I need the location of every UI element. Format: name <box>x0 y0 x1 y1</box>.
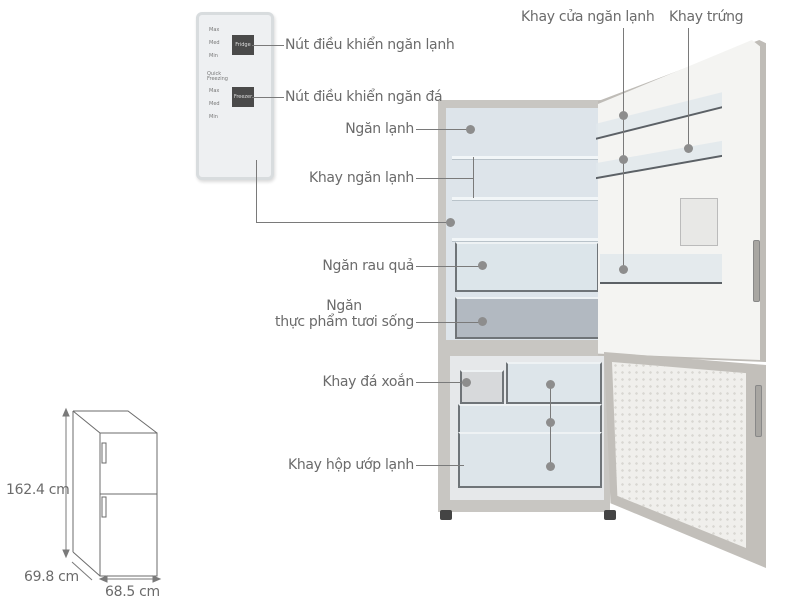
marker-freezer-box-1 <box>546 380 555 389</box>
fridge-level-max: Max <box>209 27 220 33</box>
leader-panel-vertical <box>256 160 257 222</box>
quick-freezing-level: Quick Freezing <box>207 71 228 82</box>
leader-panel-horizontal <box>256 222 450 223</box>
leader-fridge-shelf-vertical <box>473 157 474 198</box>
marker-fridge-compartment <box>466 125 475 134</box>
marker-door-tray-3 <box>619 265 628 274</box>
fresh-food-drawer <box>455 297 601 339</box>
callout-fridge-control: Nút điều khiển ngăn lạnh <box>285 37 455 53</box>
dimension-height: 162.4 cm <box>6 482 70 498</box>
leader-freezer-boxes <box>416 465 464 466</box>
freezer-door <box>612 362 746 548</box>
callout-door-tray: Khay cửa ngăn lạnh <box>521 9 655 25</box>
fridge-shelf-2 <box>452 197 598 201</box>
marker-vegetable-drawer <box>478 261 487 270</box>
marker-fresh-food <box>478 317 487 326</box>
vegetable-drawer <box>455 242 599 292</box>
leader-fridge-shelf <box>416 178 473 179</box>
leader-vegetable-drawer <box>416 266 482 267</box>
callout-egg-tray: Khay trứng <box>669 9 744 25</box>
leader-fresh-food <box>416 322 482 323</box>
callout-fridge-shelf: Khay ngăn lạnh <box>308 170 414 186</box>
marker-door-tray-1 <box>619 111 628 120</box>
fridge-shelf-3 <box>452 238 598 242</box>
control-panel: Max Med Min Fridge Quick Freezing Max Me… <box>196 12 274 180</box>
callout-freezer-boxes: Khay hộp ướp lạnh <box>287 457 414 473</box>
marker-egg-tray <box>684 144 693 153</box>
leader-egg-tray <box>688 28 689 148</box>
leader-fridge-compartment <box>416 129 471 130</box>
callout-fridge-compartment: Ngăn lạnh <box>345 121 414 137</box>
fridge-level-min: Min <box>209 53 218 59</box>
marker-door-tray-2 <box>619 155 628 164</box>
leader-twist-ice-tray <box>416 382 466 383</box>
freezer-door-handle <box>755 385 762 437</box>
fridge-button[interactable]: Fridge <box>232 35 254 55</box>
marker-control-panel <box>446 218 455 227</box>
callout-fresh-food-line2: thực phẩm tươi sống <box>275 314 414 330</box>
marker-freezer-box-2 <box>546 418 555 427</box>
marker-twist-ice-tray <box>462 378 471 387</box>
freezer-button[interactable]: Freezer <box>232 87 254 107</box>
fridge-shelf-1 <box>452 156 598 160</box>
dimension-diagram <box>62 407 162 583</box>
fridge-door-handle <box>753 240 760 302</box>
fridge-foot-right <box>604 510 616 520</box>
fridge-level-med: Med <box>209 40 220 46</box>
dimension-depth: 69.8 cm <box>24 569 79 585</box>
callout-twist-ice-tray: Khay đá xoắn <box>322 374 414 390</box>
energy-label <box>680 198 718 246</box>
callout-vegetable-drawer: Ngăn rau quả <box>322 258 414 274</box>
fridge-door <box>598 40 760 360</box>
freezer-box-2 <box>458 404 602 434</box>
dimension-width: 68.5 cm <box>105 584 160 600</box>
leader-freezer-control <box>252 97 284 98</box>
fridge-foot-left <box>440 510 452 520</box>
freezer-box-3 <box>458 432 602 488</box>
twist-ice-tray <box>460 370 504 404</box>
freezer-level-med: Med <box>209 101 220 107</box>
leader-door-tray <box>623 28 624 270</box>
marker-freezer-box-3 <box>546 462 555 471</box>
callout-freezer-control: Nút điều khiển ngăn đá <box>285 89 443 105</box>
callout-fresh-food-line1: Ngăn <box>326 298 362 314</box>
freezer-level-min: Min <box>209 114 218 120</box>
freezer-level-max: Max <box>209 88 220 94</box>
leader-fridge-control <box>252 45 284 46</box>
